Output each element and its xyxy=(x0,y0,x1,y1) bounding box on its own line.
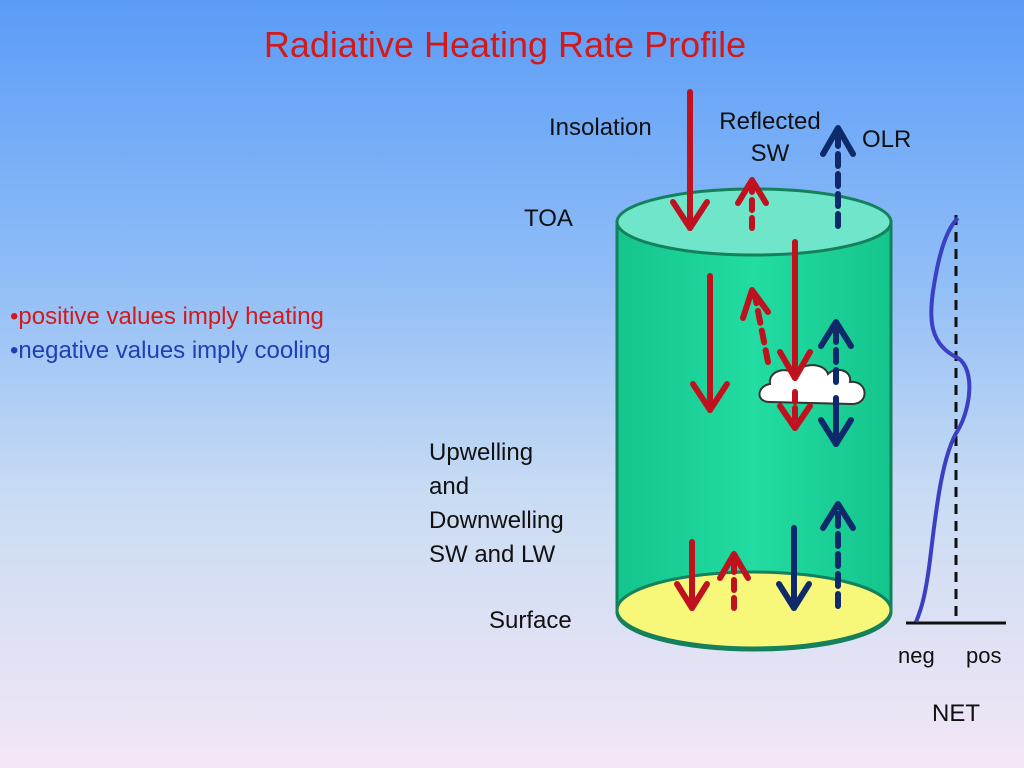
olr-arrow xyxy=(820,125,856,229)
net-heating-profile-line xyxy=(914,216,972,623)
sw-through-cloud-arrow xyxy=(777,239,813,381)
surface-label: Surface xyxy=(489,607,572,634)
downwelling-lw-arrow-mid xyxy=(818,395,854,447)
downwelling-lw-arrow-surface xyxy=(776,525,812,611)
upwelling-sw-arrow xyxy=(740,287,771,365)
pos-label: pos xyxy=(966,643,1002,668)
upwelling-lw-arrow-mid xyxy=(818,319,854,385)
reflected-sw-label-line2: SW xyxy=(750,140,790,167)
up-down-label: Upwelling and Downwelling SW and LW xyxy=(429,436,564,572)
sw-below-cloud-arrow xyxy=(777,389,813,431)
bullet-heating: •positive values imply heating xyxy=(10,303,324,330)
reflected-sw-arrow xyxy=(735,177,769,231)
surface-sw-up-arrow xyxy=(717,551,751,611)
up-down-label-line3: Downwelling xyxy=(429,507,564,534)
up-down-label-line1: Upwelling xyxy=(429,439,534,466)
downwelling-sw-arrow xyxy=(690,273,730,413)
reflected-sw-label-line1: Reflected xyxy=(719,108,821,135)
bullet-list: •positive values imply heating •negative… xyxy=(10,300,331,368)
toa-label: TOA xyxy=(524,205,573,232)
net-profile-panel xyxy=(906,215,1006,625)
surface-sw-down-arrow xyxy=(674,539,710,611)
net-label: NET xyxy=(932,700,980,727)
slide-title: Radiative Heating Rate Profile xyxy=(263,24,747,65)
insolation-arrow xyxy=(670,89,710,231)
neg-label: neg xyxy=(898,643,935,668)
up-down-label-line2: and xyxy=(429,473,470,500)
surface-ellipse xyxy=(615,570,893,650)
bullet-cooling: •negative values imply cooling xyxy=(10,337,331,364)
upwelling-lw-arrow-surface xyxy=(820,501,856,609)
olr-label: OLR xyxy=(862,126,912,153)
up-down-label-line4: SW and LW xyxy=(429,541,556,568)
insolation-label: Insolation xyxy=(549,114,652,141)
reflected-sw-label: Reflected SW xyxy=(700,106,840,170)
